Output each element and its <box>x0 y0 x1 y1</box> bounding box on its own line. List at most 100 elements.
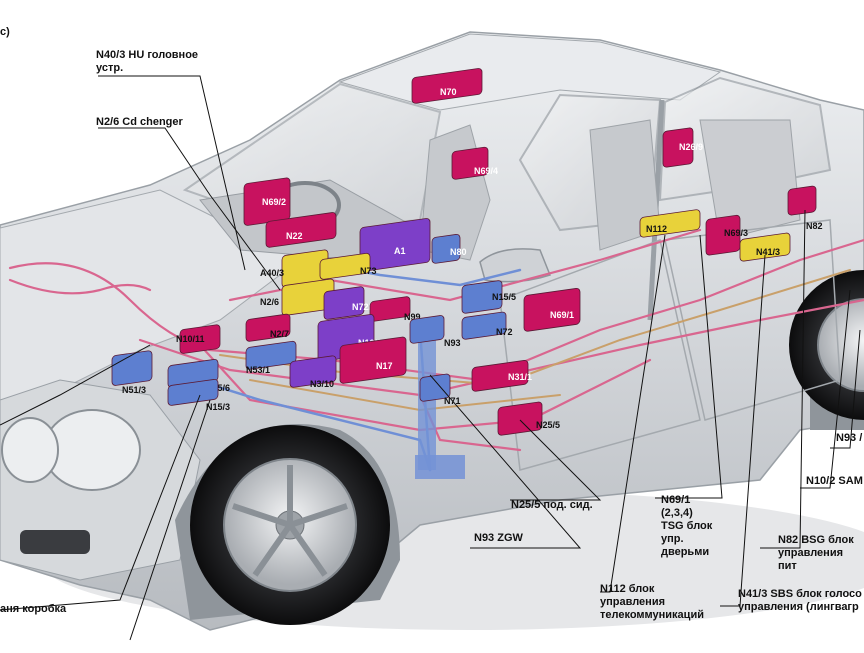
module-n10-11: N10/11 <box>176 324 221 354</box>
module-n25-5-box <box>497 401 543 436</box>
module-n31-1-box <box>471 360 529 392</box>
callout-leader-lines <box>0 75 861 641</box>
callout-n69-1: N69/1 (2,3,4) TSG блок упр. дверьми <box>661 494 713 558</box>
module-n26-9: N26/9 <box>662 127 703 168</box>
module-n70-box <box>411 68 483 104</box>
module-n31-1: N31/1 <box>471 360 532 392</box>
callout-n93-zgw: N93 ZGW <box>474 532 523 544</box>
module-n22-box <box>265 212 337 248</box>
callout-gearbox: аня коробка <box>0 603 67 615</box>
module-label-n69-4: N69/4 <box>474 166 498 176</box>
module-n72: N72 <box>461 311 513 340</box>
module-n112: N112 <box>639 209 701 238</box>
module-label-n73: N73 <box>360 266 377 276</box>
module-n80-box <box>431 233 461 264</box>
module-n25-5: N25/5 <box>497 401 560 436</box>
module-n51-3-box <box>111 350 153 386</box>
module-n112-box <box>639 209 701 238</box>
module-n2-7-box <box>245 313 291 342</box>
callout-n93-partial: N93 / <box>836 432 863 444</box>
module-label-n26-9: N26/9 <box>679 142 703 152</box>
module-label-n15-3: N15/3 <box>206 402 230 412</box>
module-n72-1-box <box>323 286 365 320</box>
callout-n82: N82 BSG блок управления пит <box>778 534 854 572</box>
module-n10-11-box <box>179 324 221 354</box>
module-label-n2-7: N2/7 <box>270 329 289 339</box>
module-label-n70: N70 <box>440 87 457 97</box>
module-n3-10: N3/10 <box>289 355 337 389</box>
module-n17: N17 <box>339 336 407 384</box>
module-label-n31-1: N31/1 <box>508 372 532 382</box>
module-n93: N93 <box>409 315 461 348</box>
module-label-n25-5: N25/5 <box>536 420 560 430</box>
module-n69-4-box <box>451 146 489 180</box>
module-n69-3: N69/3 <box>705 214 748 256</box>
module-label-n93: N93 <box>444 338 461 348</box>
module-n51-3: N51/3 <box>111 350 153 395</box>
module-label-n15-5: N15/5 <box>492 292 516 302</box>
module-n15-3: N15/3 <box>167 378 230 412</box>
callout-n10-2: N10/2 SAM <box>806 475 863 487</box>
module-n22: N22 <box>265 212 337 248</box>
fog-light <box>20 530 90 554</box>
module-label-a1: A1 <box>394 246 406 256</box>
central-duct-foot <box>415 455 465 479</box>
headlight-inner <box>1 417 59 483</box>
module-label-n72-1: N72/1 <box>352 302 376 312</box>
module-a1: A1 <box>359 218 431 272</box>
module-label-n80: N80 <box>450 247 467 257</box>
module-label-n82: N82 <box>806 221 823 231</box>
module-n93-box <box>409 315 445 344</box>
module-label-n69-3: N69/3 <box>724 228 748 238</box>
module-label-n22: N22 <box>286 231 303 241</box>
module-label-n17: N17 <box>376 361 393 371</box>
module-n53-1-box <box>245 340 297 370</box>
module-label-n53-1: N53/1 <box>246 365 270 375</box>
callout-n25-5: N25/5 под. сид. <box>511 499 593 511</box>
module-n99: N99 <box>369 296 421 322</box>
callout-n40-3: N40/3 HU головное устр. <box>96 49 199 74</box>
module-label-n69-1: N69/1 <box>550 310 574 320</box>
module-label-n3-10: N3/10 <box>310 379 334 389</box>
rear-bench <box>699 119 801 241</box>
rear-door <box>664 219 841 421</box>
module-label-n72: N72 <box>496 327 513 337</box>
module-n99-box <box>369 296 411 322</box>
module-n72-box <box>461 311 507 340</box>
module-label-a40-3: A40/3 <box>260 268 284 278</box>
module-n69-1-box <box>523 288 581 332</box>
module-n72-1: N72/1 <box>323 286 376 320</box>
module-n15-3-box <box>167 378 219 406</box>
module-n71-box <box>419 373 451 402</box>
module-label-n99: N99 <box>404 312 421 322</box>
rear-rim <box>817 298 864 392</box>
module-n69-2: N69/2 <box>243 177 291 226</box>
module-label-n112: N112 <box>646 224 667 234</box>
module-n17-box <box>339 336 407 384</box>
module-n80: N80 <box>431 233 467 264</box>
module-n53-1: N53/1 <box>245 340 297 375</box>
corner-label: с) <box>0 26 10 38</box>
callout-n41-3: N41/3 SBS блок голосо управления (лингва… <box>738 588 862 613</box>
module-n73-box <box>319 252 371 280</box>
module-n26-9-box <box>662 127 694 168</box>
module-label-n69-2: N69/2 <box>262 197 286 207</box>
module-n82-box <box>787 185 817 216</box>
central-duct <box>418 340 436 470</box>
module-n2-7: N2/7 <box>245 313 291 342</box>
module-n15-5-box <box>461 280 503 314</box>
module-n69-4: N69/4 <box>451 146 498 180</box>
module-label-n2-6: N2/6 <box>260 297 279 307</box>
callout-n2-6-cd-changer: N2/6 Cd chenger <box>96 116 183 128</box>
module-label-n41-3: N41/3 <box>756 247 780 257</box>
module-label-n51-3: N51/3 <box>122 385 146 395</box>
module-n69-1: N69/1 <box>523 288 581 332</box>
callout-n112: N112 блок управления телекоммуникаций <box>600 583 704 621</box>
module-label-n10-11: N10/11 <box>176 334 205 344</box>
module-n73: N73 <box>319 252 377 280</box>
module-n69-3-box <box>705 214 741 256</box>
module-n82: N82 <box>787 185 823 231</box>
module-n70: N70 <box>411 68 483 104</box>
